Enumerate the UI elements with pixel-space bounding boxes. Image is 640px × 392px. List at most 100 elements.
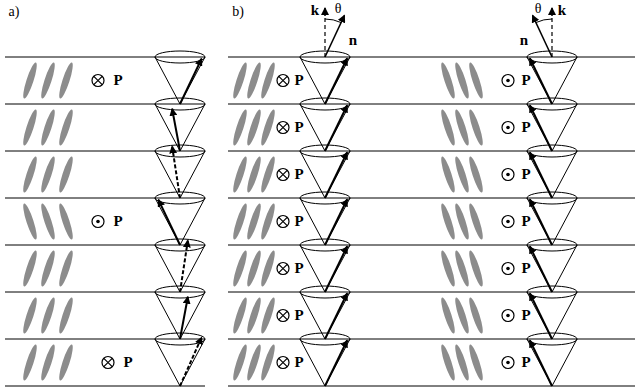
precession-cone xyxy=(155,198,205,245)
molecule xyxy=(21,61,39,99)
out-of-page-symbol xyxy=(502,169,514,181)
out-of-page-symbol xyxy=(502,216,514,228)
precession-cone xyxy=(527,98,577,110)
precession-cone xyxy=(300,292,350,339)
precession-cone xyxy=(300,151,350,198)
precession-cone xyxy=(527,57,577,104)
precession-cone xyxy=(155,104,205,151)
molecule xyxy=(245,61,263,99)
molecule xyxy=(453,343,471,381)
precession-cone xyxy=(527,145,577,157)
into-page-symbol xyxy=(279,170,287,178)
into-page-symbol xyxy=(277,310,289,322)
into-page-symbol xyxy=(104,358,112,366)
precession-cone xyxy=(300,245,350,292)
molecule xyxy=(439,155,457,193)
layer-boundary xyxy=(5,292,205,293)
tilt-angle-label: θ xyxy=(535,2,542,16)
into-page-symbol xyxy=(94,76,102,84)
director-arrow xyxy=(180,59,202,104)
molecule xyxy=(21,296,39,334)
precession-cone xyxy=(527,104,577,151)
precession-cone xyxy=(300,98,350,110)
panel-label: b) xyxy=(232,5,244,19)
molecule xyxy=(57,249,75,287)
polarization-label: P xyxy=(521,355,530,370)
out-of-page-symbol xyxy=(506,79,510,83)
molecule xyxy=(245,343,263,381)
precession-cone xyxy=(527,286,577,298)
precession-cone xyxy=(300,286,350,298)
layer-boundary xyxy=(228,104,635,105)
layer-boundary xyxy=(228,151,635,152)
into-page-symbol xyxy=(102,357,114,369)
out-of-page-symbol xyxy=(96,220,100,224)
molecule xyxy=(231,343,249,381)
director-arrow xyxy=(325,105,347,151)
director-arrow xyxy=(325,246,347,292)
into-page-symbol xyxy=(279,358,287,366)
molecule xyxy=(21,249,39,287)
layer-boundary xyxy=(5,339,205,340)
precession-cone xyxy=(527,333,577,345)
out-of-page-symbol xyxy=(506,126,510,130)
layer-boundary xyxy=(228,292,635,293)
into-page-symbol xyxy=(277,216,289,228)
molecule xyxy=(453,61,471,99)
precession-cone xyxy=(300,192,350,204)
tilt-angle-arc xyxy=(536,19,552,23)
into-page-symbol xyxy=(277,169,289,181)
layer-boundary xyxy=(5,151,205,152)
out-of-page-symbol xyxy=(502,263,514,275)
molecule xyxy=(467,202,485,240)
molecule xyxy=(231,155,249,193)
molecule xyxy=(231,61,249,99)
precession-cone xyxy=(155,286,205,298)
into-page-symbol xyxy=(277,263,289,275)
into-page-symbol xyxy=(92,75,104,87)
molecule xyxy=(439,249,457,287)
molecule xyxy=(39,249,57,287)
director-label: n xyxy=(349,33,357,48)
director-arrow xyxy=(530,340,552,386)
wavevector-label: k xyxy=(311,3,319,18)
molecule xyxy=(39,202,57,240)
precession-cone xyxy=(300,339,350,386)
molecule xyxy=(453,155,471,193)
molecule xyxy=(467,296,485,334)
molecule xyxy=(453,249,471,287)
molecule xyxy=(57,296,75,334)
molecule xyxy=(439,202,457,240)
wavevector-axis xyxy=(324,9,325,57)
molecule xyxy=(231,296,249,334)
director-vector xyxy=(325,15,344,57)
polarization-label: P xyxy=(294,73,303,88)
layer-boundary xyxy=(5,386,205,387)
director-arrow xyxy=(530,152,552,198)
precession-cone xyxy=(300,57,350,104)
precession-cone xyxy=(527,245,577,292)
molecule xyxy=(245,108,263,146)
molecule xyxy=(39,108,57,146)
out-of-page-symbol xyxy=(502,357,514,369)
polarization-label: P xyxy=(521,308,530,323)
molecule xyxy=(21,202,39,240)
layer-boundary xyxy=(228,339,635,340)
precession-cone xyxy=(527,192,577,204)
molecule xyxy=(245,202,263,240)
director-arrow xyxy=(530,105,552,151)
molecule xyxy=(57,108,75,146)
precession-cone xyxy=(155,151,205,198)
molecule xyxy=(259,155,277,193)
director-arrow xyxy=(325,340,347,386)
into-page-symbol xyxy=(279,311,287,319)
polarization-label: P xyxy=(113,214,122,229)
molecule xyxy=(57,61,75,99)
precession-cone xyxy=(300,198,350,245)
polarization-label: P xyxy=(294,261,303,276)
molecule xyxy=(259,249,277,287)
out-of-page-symbol xyxy=(506,267,510,271)
director-arrow xyxy=(530,293,552,339)
